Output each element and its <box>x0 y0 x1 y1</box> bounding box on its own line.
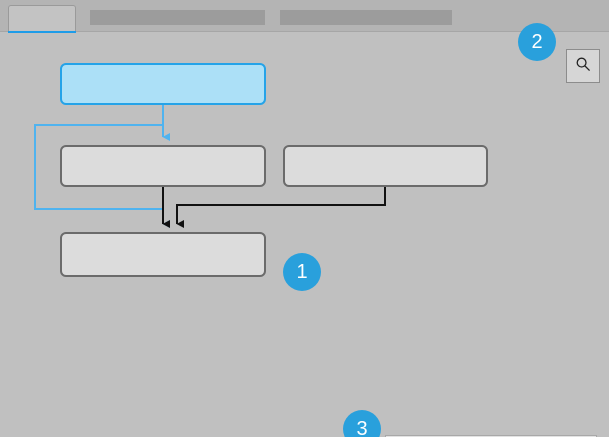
tab-bar <box>0 0 609 34</box>
tab-2[interactable] <box>280 10 452 25</box>
diagram-node-mid-right[interactable] <box>283 145 488 187</box>
diagram-node-top-label <box>62 65 264 103</box>
annotation-badge-1: 1 <box>283 253 321 291</box>
tab-1[interactable] <box>90 10 265 25</box>
diagram-node-mid-left-label <box>62 147 264 185</box>
diagram-connectors <box>34 105 386 228</box>
annotation-badge-1-label: 1 <box>296 260 308 283</box>
tab-0-active-underline <box>8 31 76 34</box>
diagram-node-mid-right-label <box>285 147 486 185</box>
tab-0-active[interactable] <box>8 5 76 32</box>
zoom-toolbar: 100% 1:1 <box>385 435 597 437</box>
annotation-badge-3: 3 <box>343 410 381 437</box>
annotation-badge-3-label: 3 <box>356 417 368 437</box>
diagram-node-mid-left[interactable] <box>60 145 266 187</box>
diagram-node-top[interactable] <box>60 63 266 105</box>
annotation-badge-2-label: 2 <box>531 30 543 53</box>
diagram-node-bottom[interactable] <box>60 232 266 277</box>
annotation-badge-2: 2 <box>518 23 556 61</box>
diagram-node-bottom-label <box>62 234 264 275</box>
search-icon <box>575 56 591 77</box>
search-button[interactable] <box>566 49 600 83</box>
edge-midR-to-bottom <box>176 187 386 228</box>
diagram-canvas[interactable]: 1 3 100% 1:1 <box>0 33 609 437</box>
